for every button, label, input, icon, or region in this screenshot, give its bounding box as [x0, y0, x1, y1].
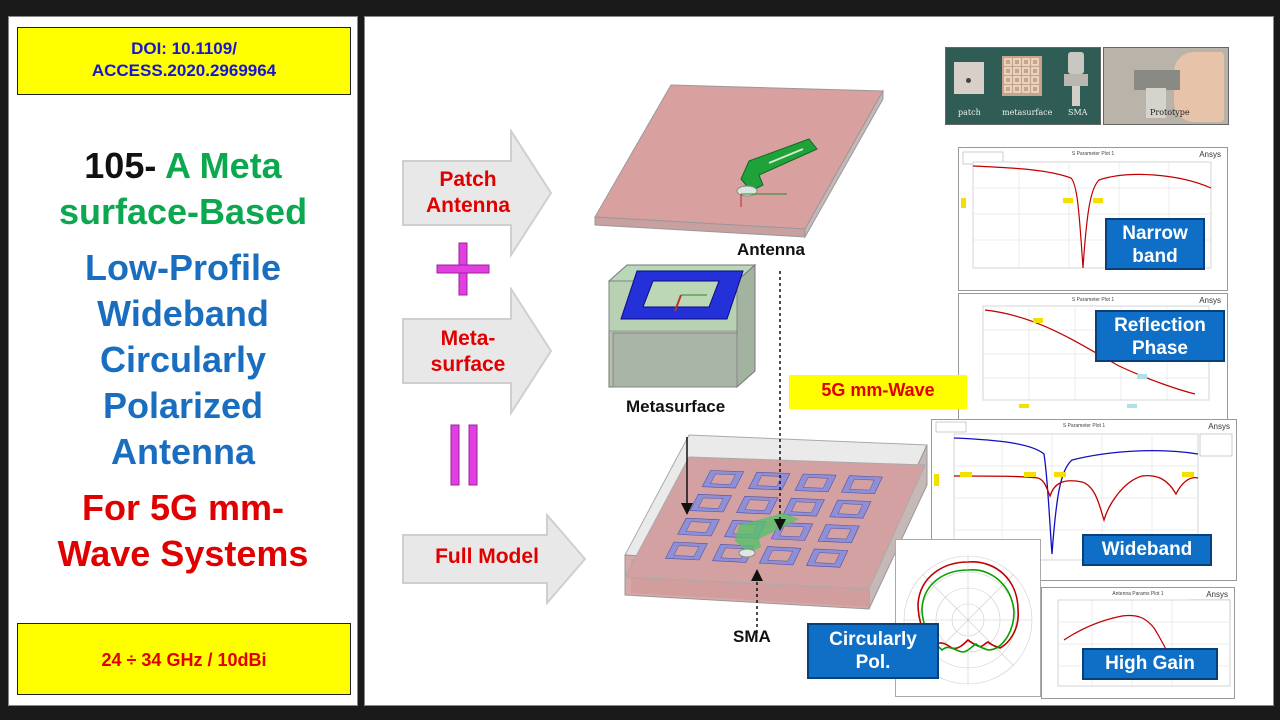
metasurface-grid — [665, 470, 883, 568]
doi-line-2: ACCESS.2020.2969964 — [91, 61, 277, 80]
badge-circular-pol: Circularly Pol. — [807, 623, 939, 679]
plot-reflection-ansys: Ansys — [1199, 296, 1221, 305]
equals-symbol — [450, 424, 478, 486]
meta-cell-gap — [744, 499, 771, 511]
photo-label-sma: SMA — [1068, 108, 1088, 117]
title-blue-2: Wideband — [97, 293, 269, 334]
badge-5g-mmwave: 5G mm-Wave — [789, 375, 967, 409]
badge-narrowband-line-2: band — [1132, 246, 1178, 267]
left-panel: DOI: 10.1109/ ACCESS.2020.2969964 105- A… — [8, 16, 358, 706]
label-sma: SMA — [733, 627, 771, 646]
badge-reflection-line-1: Reflection — [1114, 315, 1206, 336]
photo-patch-pcb — [954, 62, 984, 94]
title-red-1: For 5G mm- — [81, 487, 285, 528]
photo-label-metasurface: metasurface — [1002, 108, 1053, 117]
meta-cell-gap — [720, 547, 747, 560]
arrow-patch-shape — [402, 129, 553, 259]
badge-wideband: Wideband — [1082, 534, 1212, 566]
badge-high-gain: High Gain — [1082, 648, 1218, 680]
meta-cell-gap — [849, 479, 875, 491]
title-red-2: Wave Systems — [57, 533, 309, 574]
photo-prototype-sma — [1146, 88, 1166, 118]
badge-narrowband: Narrow band — [1105, 218, 1205, 270]
full-model — [624, 434, 928, 610]
meta-cell-gap — [697, 497, 724, 509]
arrow-patch-line-1: Patch — [439, 168, 497, 191]
arrow-meta-label: Meta- surface — [413, 326, 523, 378]
doi-line-1: DOI: 10.1109/ — [131, 39, 237, 58]
meta-cell-gap — [802, 477, 829, 489]
photo-prototype: Prototype — [1103, 47, 1229, 125]
title-blue-4: Polarized — [102, 385, 264, 426]
meta-cell-gap — [837, 503, 863, 515]
meta-cell-gap — [767, 550, 794, 562]
plot-wideband-title: S Parameter Plot 1 — [1062, 423, 1106, 429]
arrow-patch-line-2: Antenna — [426, 194, 510, 217]
meta-cell-gap — [710, 473, 736, 485]
arrow-meta-shape — [402, 287, 553, 417]
badge-reflection-line-2: Phase — [1132, 338, 1188, 359]
meta-cell-gap — [814, 552, 840, 564]
metasurface-unit-cell — [607, 263, 757, 389]
meta-cell-gap — [791, 501, 817, 513]
label-antenna: Antenna — [737, 240, 805, 259]
title-green-2: surface-Based — [58, 191, 308, 232]
meta-cell-gap — [685, 521, 712, 533]
title-green-1: A Meta — [165, 145, 282, 186]
title-number: 105- — [84, 145, 157, 186]
plot-reflection-title: S Parameter Plot 1 — [1071, 297, 1115, 303]
plot-reflection-phase: S Parameter Plot 1 Ansys Reflection Phas… — [958, 293, 1228, 421]
spec-box: 24 ÷ 34 GHz / 10dBi — [17, 623, 351, 695]
badge-circular-line-1: Circularly — [829, 629, 917, 650]
plot-wideband-ansys: Ansys — [1208, 422, 1230, 431]
badge-circular-line-2: Pol. — [855, 652, 891, 673]
badge-narrowband-line-1: Narrow — [1122, 223, 1188, 244]
photo-prototype-board — [1134, 70, 1180, 90]
arrow-meta-line-2: surface — [430, 353, 506, 376]
meta-cell-gap — [673, 545, 700, 557]
title-blue-5: Antenna — [111, 431, 255, 472]
title-blue-3: Circularly — [99, 339, 267, 380]
photo-meta-pcb — [1002, 56, 1042, 96]
photo-label-patch: patch — [958, 108, 981, 117]
arrow-patch-label: Patch Antenna — [413, 167, 523, 219]
photo-hand — [1174, 52, 1224, 122]
right-panel: Patch Antenna Meta- surface Full Model A… — [364, 16, 1274, 706]
doi-box: DOI: 10.1109/ ACCESS.2020.2969964 — [17, 27, 351, 95]
plot-narrowband-ansys: Ansys — [1199, 150, 1221, 159]
plot-gain-ansys: Ansys — [1206, 590, 1228, 599]
title-blue-1: Low-Profile — [85, 247, 281, 288]
label-metasurface: Metasurface — [626, 397, 726, 416]
meta-cell-gap — [756, 475, 782, 487]
plot-wideband: S Parameter Plot 1 Ansys Wideband — [931, 419, 1237, 581]
arrow-full-shape — [402, 513, 587, 605]
meta-cell-gap — [825, 527, 852, 540]
photo-label-prototype: Prototype — [1150, 108, 1190, 117]
plot-narrowband-title: S Parameter Plot 1 — [1071, 151, 1115, 157]
arrow-meta-line-1: Meta- — [440, 327, 496, 350]
photo-sma-connector — [1064, 52, 1088, 108]
title-first-line: 105- A Meta — [9, 145, 357, 187]
badge-reflection-phase: Reflection Phase — [1095, 310, 1225, 362]
plot-narrowband: S Parameter Plot 1 Ansys Narrow band — [958, 147, 1228, 291]
plus-symbol — [436, 242, 490, 296]
arrow-full-label: Full Model — [435, 545, 539, 568]
plot-gain-title: Antenna Params Plot 1 — [1112, 591, 1164, 597]
plot-gain: Antenna Params Plot 1 Ansys High Gain — [1041, 587, 1235, 699]
photo-components: patch metasurface SMA — [945, 47, 1101, 125]
patch-antenna-model — [594, 84, 884, 239]
